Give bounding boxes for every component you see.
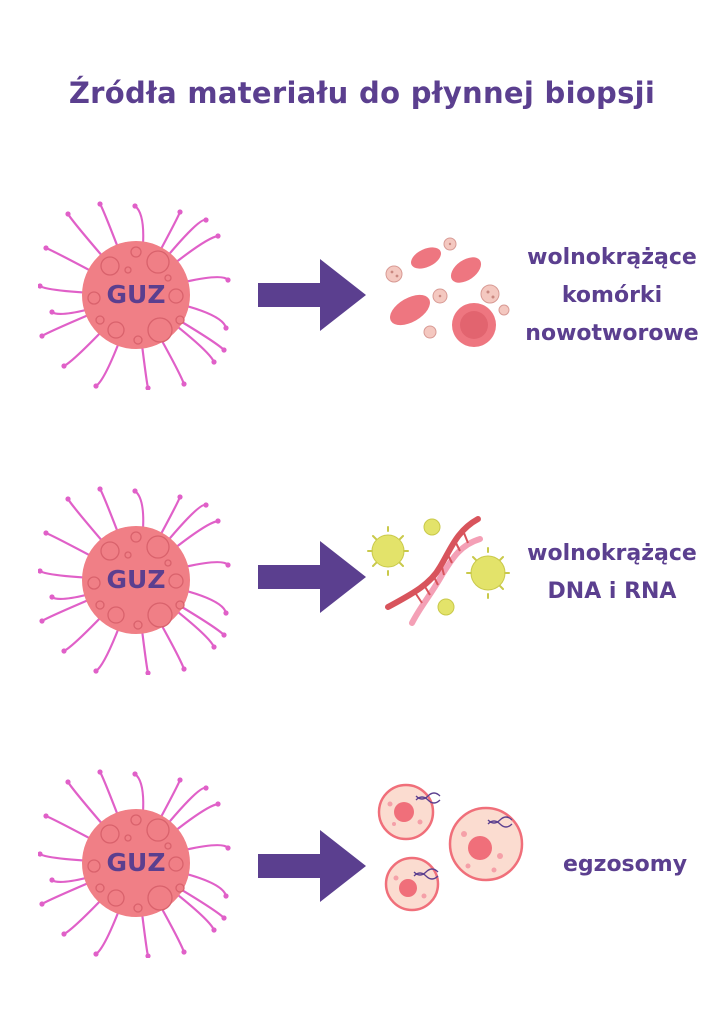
tumor-label: GUZ bbox=[106, 848, 166, 877]
label-line: wolnokrążące bbox=[527, 541, 697, 566]
label-line: egzosomy bbox=[562, 852, 688, 877]
material-label-dna-rna: wolnokrążące DNA i RNA bbox=[512, 535, 712, 611]
source-row-exosomes: GUZ egzosomy bbox=[0, 768, 724, 958]
tumor-icon: GUZ bbox=[38, 768, 234, 958]
label-line: wolnokrążące bbox=[527, 245, 697, 270]
arrow-right-icon bbox=[254, 826, 370, 906]
material-label-cells: wolnokrążące komórki nowotworowe bbox=[512, 239, 712, 353]
tumor-label: GUZ bbox=[106, 565, 166, 594]
circulating-tumor-cells-icon bbox=[374, 230, 510, 364]
exosomes-icon bbox=[376, 782, 526, 922]
arrow-right-icon bbox=[254, 537, 370, 617]
source-row-circulating-cells: GUZ wolnokrążące komórki nowotworowe bbox=[0, 200, 724, 390]
tumor-icon: GUZ bbox=[38, 485, 234, 675]
tumor-icon: GUZ bbox=[38, 200, 234, 390]
dna-rna-icon bbox=[360, 511, 520, 635]
arrow-right-icon bbox=[254, 255, 370, 335]
label-line: nowotworowe bbox=[525, 321, 699, 346]
page-title: Źródła materiału do płynnej biopsji bbox=[68, 76, 656, 110]
source-row-dna-rna: GUZ wolnokrążące DNA i RNA bbox=[0, 485, 724, 675]
material-label-exosomes: egzosomy bbox=[545, 846, 705, 884]
label-line: komórki bbox=[561, 283, 663, 308]
label-line: DNA i RNA bbox=[547, 579, 677, 604]
tumor-label: GUZ bbox=[106, 280, 166, 309]
